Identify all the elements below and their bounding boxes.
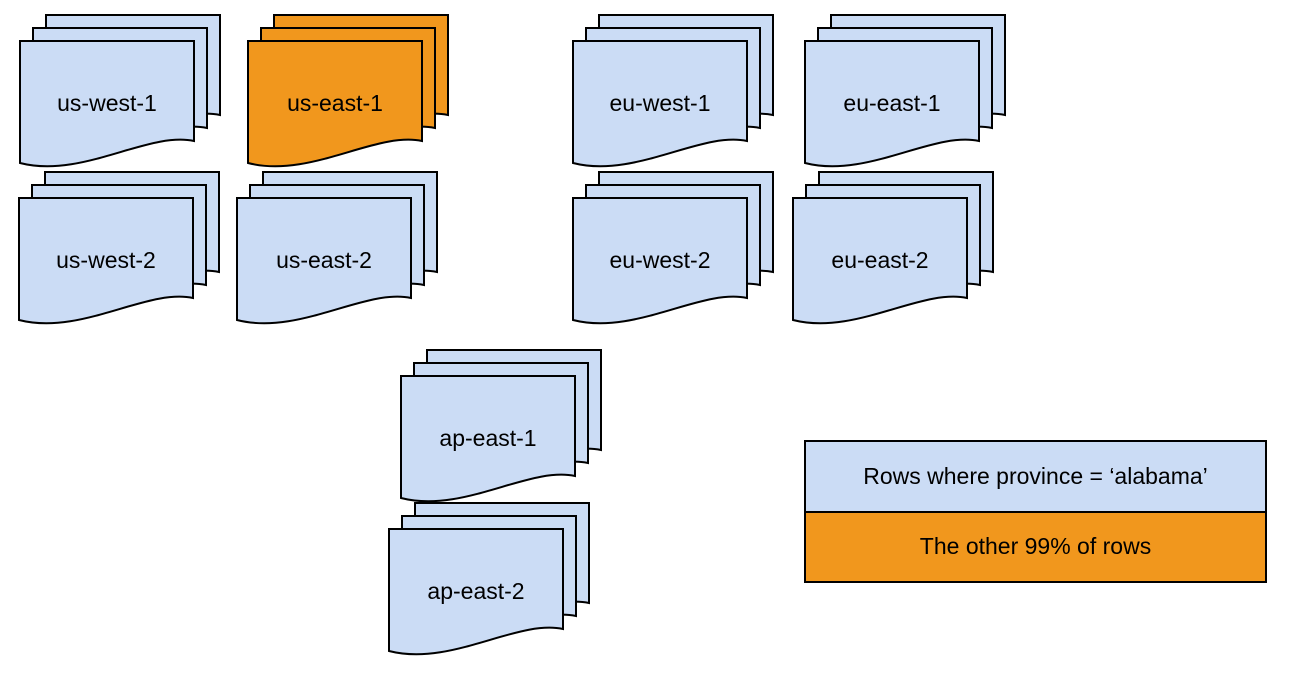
region-label: eu-east-2 xyxy=(831,247,928,273)
region-label: eu-west-2 xyxy=(610,247,711,273)
legend: Rows where province = ‘alabama’ The othe… xyxy=(804,440,1267,583)
region-stack-us-west-1: us-west-1 xyxy=(19,14,221,168)
region-stack-ap-east-2: ap-east-2 xyxy=(388,502,590,656)
region-stack-ap-east-1: ap-east-1 xyxy=(400,349,602,503)
legend-item-label: Rows where province = ‘alabama’ xyxy=(863,462,1208,489)
region-stack-eu-west-1: eu-west-1 xyxy=(572,14,774,168)
region-label: ap-east-1 xyxy=(439,425,536,451)
region-label: us-west-2 xyxy=(56,247,156,273)
region-label: eu-east-1 xyxy=(843,90,940,116)
region-stack-us-east-1: us-east-1 xyxy=(247,14,449,168)
region-stack-eu-east-2: eu-east-2 xyxy=(792,171,994,325)
legend-item-other-rows: The other 99% of rows xyxy=(806,510,1265,581)
region-label: us-west-1 xyxy=(57,90,157,116)
legend-item-label: The other 99% of rows xyxy=(919,533,1152,560)
region-label: us-east-1 xyxy=(287,90,383,116)
region-stack-eu-east-1: eu-east-1 xyxy=(804,14,1006,168)
region-stack-us-west-2: us-west-2 xyxy=(18,171,220,325)
region-label: ap-east-2 xyxy=(427,578,524,604)
region-stack-eu-west-2: eu-west-2 xyxy=(572,171,774,325)
region-label: us-east-2 xyxy=(276,247,372,273)
legend-item-alabama-rows: Rows where province = ‘alabama’ xyxy=(806,442,1265,511)
region-stack-us-east-2: us-east-2 xyxy=(236,171,438,325)
region-label: eu-west-1 xyxy=(610,90,711,116)
